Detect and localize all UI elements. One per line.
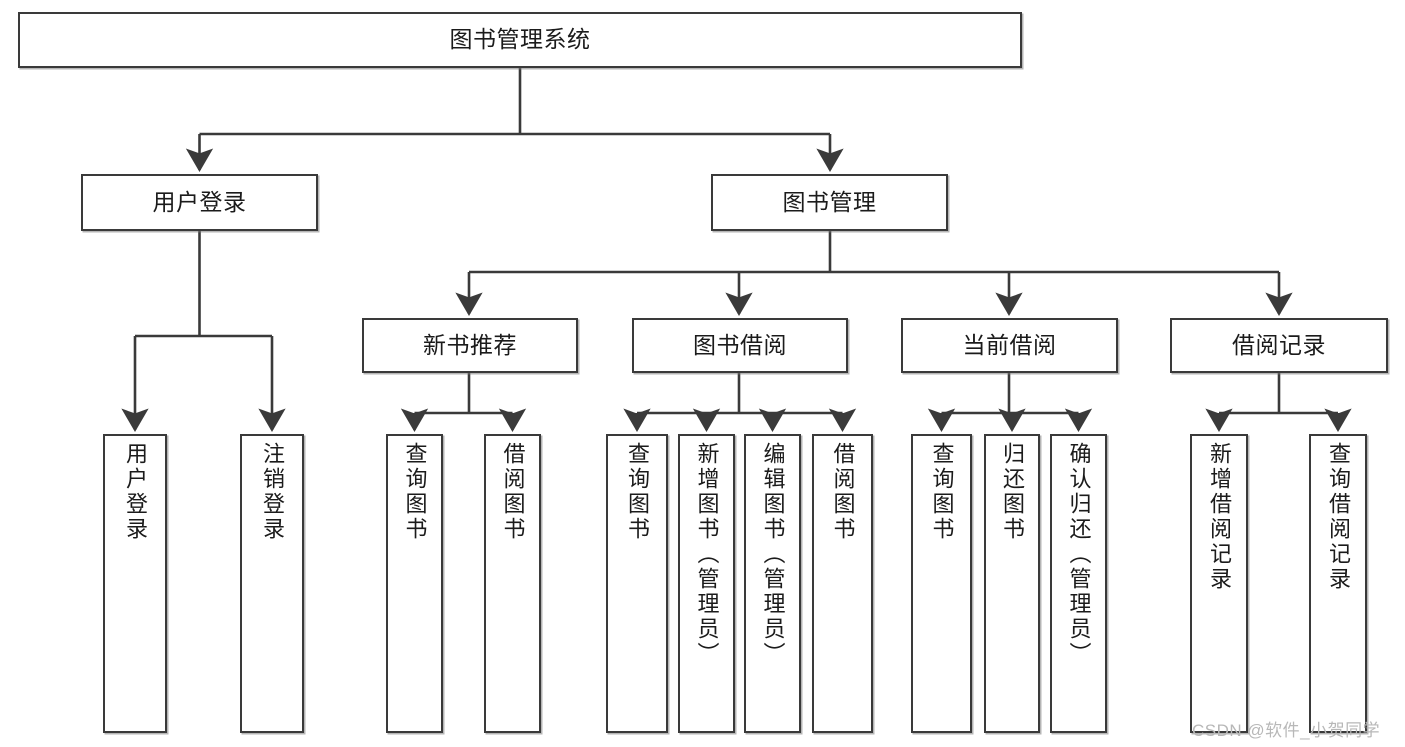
node-leaf-query-book-borrow[interactable]: 查询图书 bbox=[606, 434, 668, 733]
node-book-borrow[interactable]: 图书借阅 bbox=[632, 318, 848, 373]
node-leaf-query-record[interactable]: 查询借阅记录 bbox=[1309, 434, 1367, 733]
node-leaf-borrow-book-rec-label: 借阅图书 bbox=[500, 442, 526, 542]
node-current-borrow[interactable]: 当前借阅 bbox=[901, 318, 1118, 373]
node-borrow-record-label: 借阅记录 bbox=[1232, 331, 1326, 358]
node-root-label: 图书管理系统 bbox=[449, 26, 591, 53]
node-leaf-borrow-book-rec[interactable]: 借阅图书 bbox=[484, 434, 541, 733]
node-leaf-logout[interactable]: 注销登录 bbox=[240, 434, 304, 733]
node-leaf-return-book-label: 归还图书 bbox=[1000, 442, 1025, 542]
node-leaf-query-book-borrow-label: 查询图书 bbox=[625, 442, 650, 542]
node-book-manage[interactable]: 图书管理 bbox=[711, 174, 948, 231]
node-new-book-rec-label: 新书推荐 bbox=[423, 331, 517, 358]
node-leaf-add-book[interactable]: 新增图书（管理员） bbox=[678, 434, 735, 733]
node-leaf-query-book-cur[interactable]: 查询图书 bbox=[911, 434, 972, 733]
node-leaf-edit-book-label: 编辑图书（管理员） bbox=[760, 442, 786, 667]
node-book-manage-label: 图书管理 bbox=[782, 188, 877, 215]
node-leaf-borrow-book[interactable]: 借阅图书 bbox=[812, 434, 873, 733]
node-leaf-query-record-label: 查询借阅记录 bbox=[1326, 442, 1351, 592]
node-new-book-rec[interactable]: 新书推荐 bbox=[362, 318, 578, 373]
node-user-login[interactable]: 用户登录 bbox=[81, 174, 318, 231]
node-leaf-add-record[interactable]: 新增借阅记录 bbox=[1190, 434, 1248, 733]
node-leaf-confirm-return[interactable]: 确认归还（管理员） bbox=[1050, 434, 1107, 733]
csdn-watermark: CSDN @软件_小贺同学 bbox=[1192, 721, 1381, 740]
node-leaf-user-login[interactable]: 用户登录 bbox=[103, 434, 167, 733]
node-leaf-confirm-return-label: 确认归还（管理员） bbox=[1066, 442, 1092, 667]
node-leaf-borrow-book-label: 借阅图书 bbox=[830, 442, 856, 542]
node-leaf-query-book-rec[interactable]: 查询图书 bbox=[386, 434, 443, 733]
node-borrow-record[interactable]: 借阅记录 bbox=[1170, 318, 1388, 373]
node-leaf-return-book[interactable]: 归还图书 bbox=[984, 434, 1040, 733]
node-leaf-query-book-rec-label: 查询图书 bbox=[402, 442, 428, 542]
node-root[interactable]: 图书管理系统 bbox=[18, 12, 1022, 68]
node-book-borrow-label: 图书借阅 bbox=[693, 331, 787, 358]
node-leaf-logout-label: 注销登录 bbox=[260, 442, 285, 542]
node-leaf-user-login-label: 用户登录 bbox=[123, 442, 148, 542]
node-leaf-add-record-label: 新增借阅记录 bbox=[1207, 442, 1232, 592]
node-current-borrow-label: 当前借阅 bbox=[962, 331, 1057, 358]
node-leaf-add-book-label: 新增图书（管理员） bbox=[694, 442, 720, 667]
node-leaf-query-book-cur-label: 查询图书 bbox=[929, 442, 955, 542]
node-user-login-label: 用户登录 bbox=[152, 188, 247, 215]
node-leaf-edit-book[interactable]: 编辑图书（管理员） bbox=[744, 434, 801, 733]
